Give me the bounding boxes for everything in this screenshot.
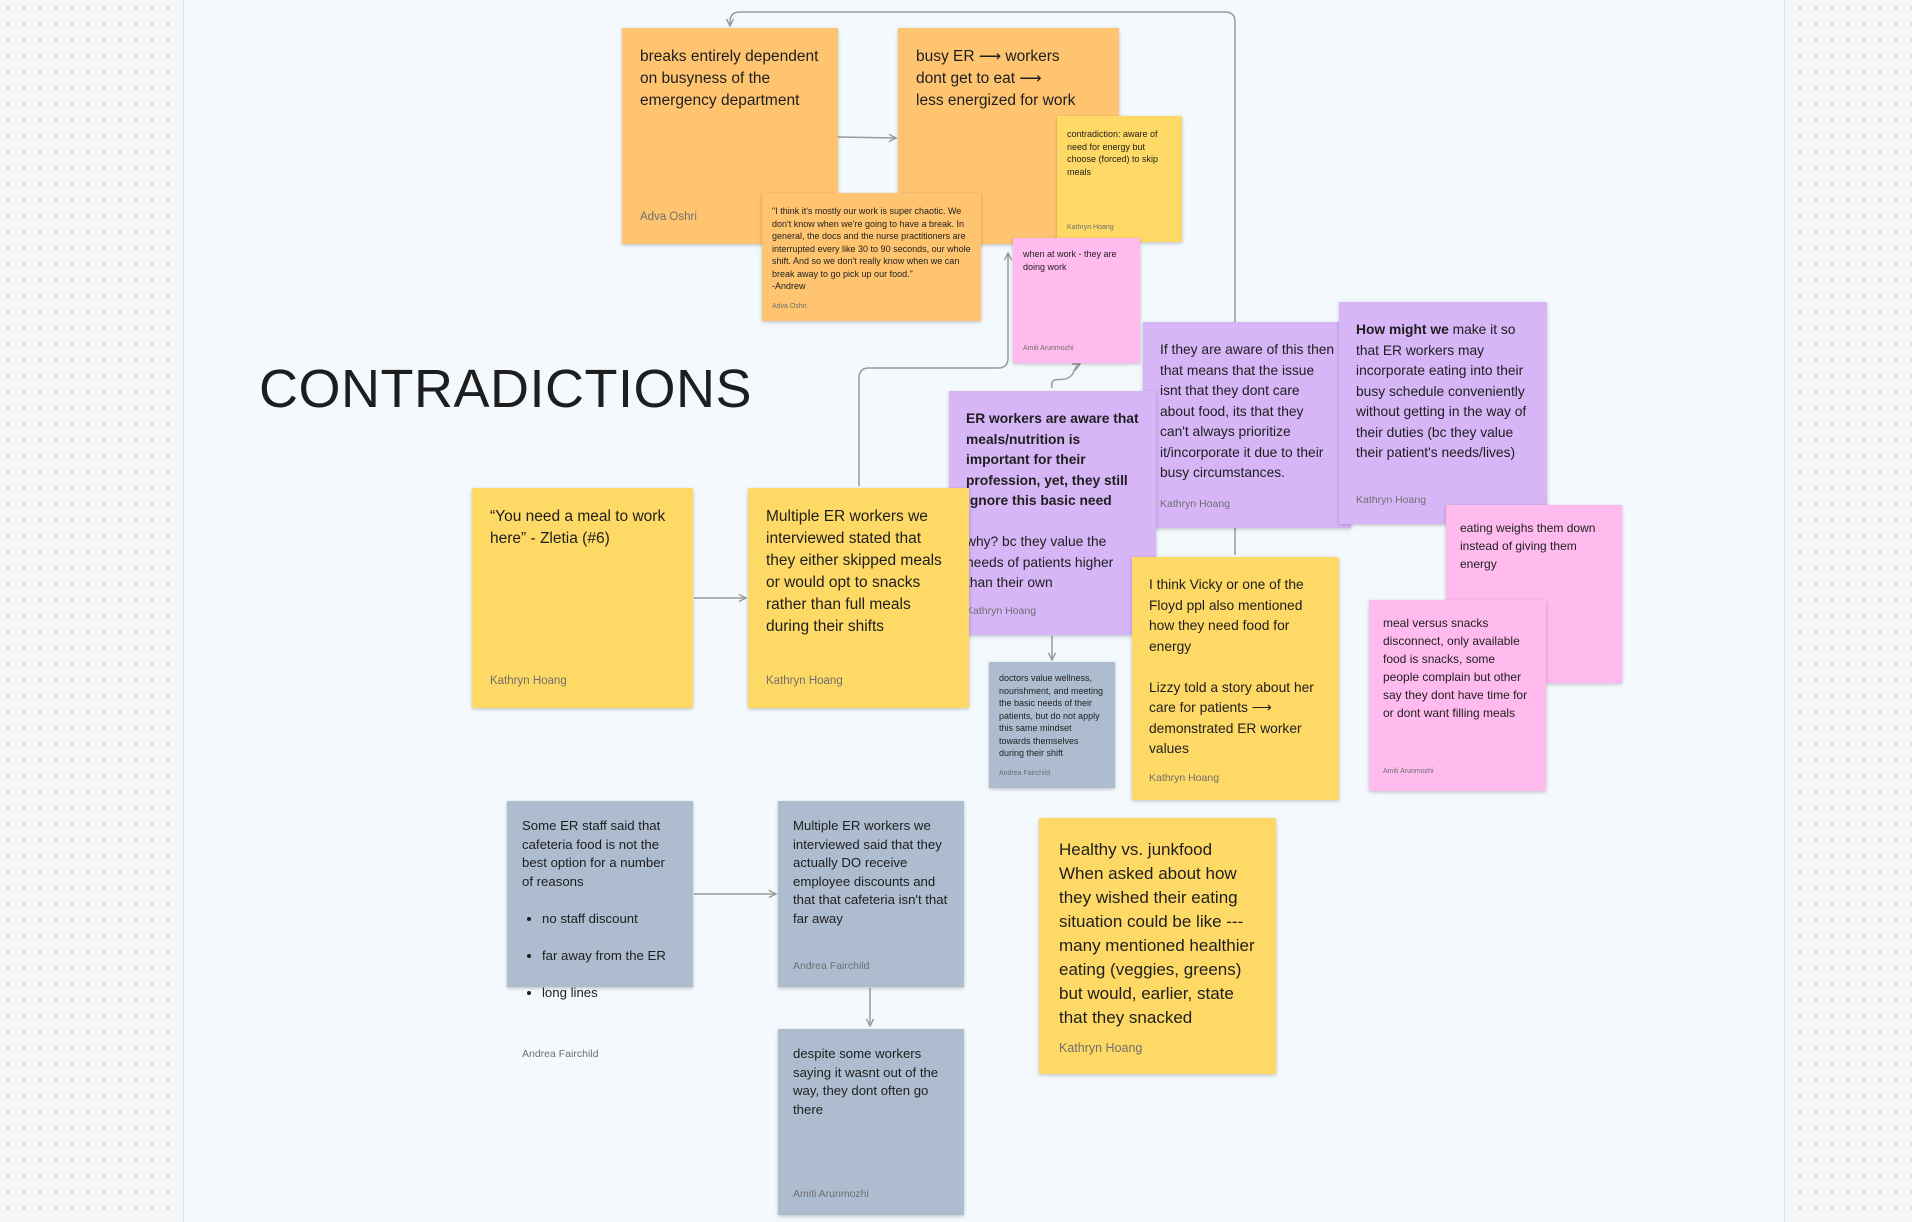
list-item: long lines	[542, 984, 679, 1003]
sticky-note-doctors-value[interactable]: doctors value wellness, nourishment, and…	[989, 662, 1115, 788]
sticky-note-text: I think Vicky or one of the Floyd ppl al…	[1149, 577, 1314, 756]
sticky-note-discounts[interactable]: Multiple ER workers we interviewed said …	[778, 801, 964, 987]
list-item: far away from the ER	[542, 947, 679, 966]
sticky-note-text: meal versus snacks disconnect, only avai…	[1383, 616, 1528, 720]
sticky-note-text: If they are aware of this then that mean…	[1160, 342, 1335, 480]
sticky-note-you-need-meal[interactable]: “You need a meal to work here” - Zletia …	[472, 488, 693, 708]
sticky-note-author: Andrea Fairchild	[522, 1048, 599, 1060]
sticky-note-text: Healthy vs. junkfood When asked about ho…	[1059, 840, 1255, 1027]
sticky-note-author: Amiti Arunmozhi	[1023, 344, 1074, 352]
cafeteria-reasons-list: no staff discount far away from the ER l…	[522, 891, 679, 1021]
sticky-note-author: Kathryn Hoang	[1059, 1041, 1143, 1055]
sticky-note-text: How might we make it so that ER workers …	[1356, 320, 1531, 484]
sticky-note-text: Multiple ER workers we interviewed said …	[793, 818, 948, 926]
list-item: no staff discount	[542, 910, 679, 929]
section-title: CONTRADICTIONS	[259, 359, 752, 419]
sticky-note-meal-vs-snacks[interactable]: meal versus snacks disconnect, only avai…	[1369, 600, 1546, 791]
sticky-note-text: Some ER staff said that cafeteria food i…	[522, 817, 679, 1039]
sticky-note-author: Kathryn Hoang	[1067, 223, 1114, 231]
sticky-note-author: Kathryn Hoang	[1149, 771, 1220, 784]
sticky-note-author: Kathryn Hoang	[1160, 497, 1231, 510]
sticky-note-text: "I think it's mostly our work is super c…	[772, 206, 971, 291]
sticky-note-author: Andrea Fairchild	[793, 959, 870, 972]
sticky-note-author: Kathryn Hoang	[766, 675, 843, 687]
sticky-note-cafeteria[interactable]: Some ER staff said that cafeteria food i…	[507, 801, 693, 1060]
sticky-note-text: “You need a meal to work here” - Zletia …	[490, 508, 666, 547]
sticky-note-author: Amiti Arunmozhi	[1383, 768, 1434, 775]
sticky-note-if-aware[interactable]: If they are aware of this then that mean…	[1143, 322, 1351, 528]
sticky-note-text: busy ER ⟶ workers dont get to eat ⟶ less…	[916, 48, 1076, 109]
sticky-note-text: breaks entirely dependent on busyness of…	[640, 48, 819, 109]
sticky-note-author: Kathryn Hoang	[490, 675, 567, 687]
sticky-note-author: Kathryn Hoang	[966, 604, 1037, 617]
sticky-note-text: ER workers are aware that meals/nutritio…	[966, 409, 1140, 595]
sticky-note-author: Kathryn Hoang	[1356, 493, 1427, 506]
sticky-note-how-might-we[interactable]: How might we make it so that ER workers …	[1339, 302, 1547, 524]
sticky-note-text: contradiction: aware of need for energy …	[1067, 129, 1159, 177]
sticky-note-vicky-floyd[interactable]: I think Vicky or one of the Floyd ppl al…	[1132, 557, 1339, 800]
er-aware-body-text: why? bc they value the needs of patients…	[966, 534, 1114, 590]
sticky-note-text: Multiple ER workers we interviewed state…	[766, 508, 942, 635]
sticky-note-author: Amiti Arunmozhi	[793, 1187, 869, 1200]
sticky-note-text: eating weighs them down instead of givin…	[1460, 521, 1596, 571]
hmw-body-text: make it so that ER workers may incorpora…	[1356, 322, 1527, 460]
sticky-note-multiple-skipped[interactable]: Multiple ER workers we interviewed state…	[748, 488, 969, 708]
sticky-note-author: Adva Oshri	[772, 302, 807, 310]
sticky-note-er-aware[interactable]: ER workers are aware that meals/nutritio…	[949, 391, 1156, 635]
sticky-note-author: Adva Oshri	[640, 211, 697, 223]
sticky-note-andrew-quote[interactable]: "I think it's mostly our work is super c…	[762, 193, 981, 321]
sticky-note-healthy-junkfood[interactable]: Healthy vs. junkfood When asked about ho…	[1039, 818, 1276, 1074]
sticky-note-text: doctors value wellness, nourishment, and…	[999, 673, 1104, 758]
hmw-bold-text: How might we	[1356, 322, 1449, 337]
sticky-note-text: despite some workers saying it wasnt out…	[793, 1046, 939, 1117]
er-aware-bold-text: ER workers are aware that meals/nutritio…	[966, 411, 1139, 508]
cafeteria-text: Some ER staff said that cafeteria food i…	[522, 818, 665, 889]
sticky-note-text: when at work - they are doing work	[1023, 249, 1117, 272]
sticky-note-author: Andrea Fairchild	[999, 769, 1050, 777]
sticky-note-when-at-work[interactable]: when at work - they are doing work Amiti…	[1013, 238, 1140, 363]
sticky-note-contradiction-aware[interactable]: contradiction: aware of need for energy …	[1057, 116, 1182, 242]
sticky-note-despite[interactable]: despite some workers saying it wasnt out…	[778, 1029, 964, 1215]
